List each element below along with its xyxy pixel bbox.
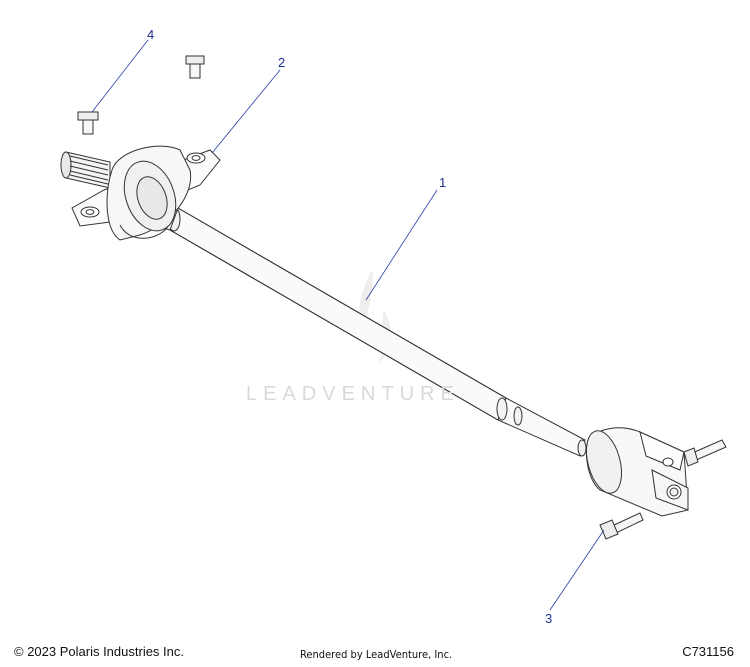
bearing-carrier-icon[interactable] — [71, 145, 221, 241]
yoke-assembly-icon[interactable] — [580, 427, 689, 517]
flange-bolt-icon[interactable] — [77, 55, 205, 135]
diagram-code: C731156 — [682, 644, 734, 659]
prop-shaft-icon[interactable] — [137, 191, 587, 457]
callout-1[interactable]: 1 — [439, 175, 447, 190]
callout-4[interactable]: 4 — [147, 27, 155, 42]
callout-3[interactable]: 3 — [545, 611, 553, 626]
watermark-text: LEADVENTURE — [246, 383, 460, 405]
copyright-text: © 2023 Polaris Industries Inc. — [14, 644, 184, 659]
lower-bolt-icon[interactable] — [599, 512, 644, 540]
splined-stub-icon — [60, 151, 111, 189]
leader-line-2 — [211, 69, 281, 154]
yoke-bolt-icon[interactable] — [683, 439, 727, 467]
leader-lines — [91, 39, 605, 611]
leader-line-3 — [549, 529, 605, 611]
rendered-by-text: Rendered by LeadVenture, Inc. — [300, 648, 453, 661]
leader-line-1 — [365, 189, 438, 301]
leader-line-4 — [91, 39, 149, 113]
callout-2[interactable]: 2 — [278, 55, 286, 70]
